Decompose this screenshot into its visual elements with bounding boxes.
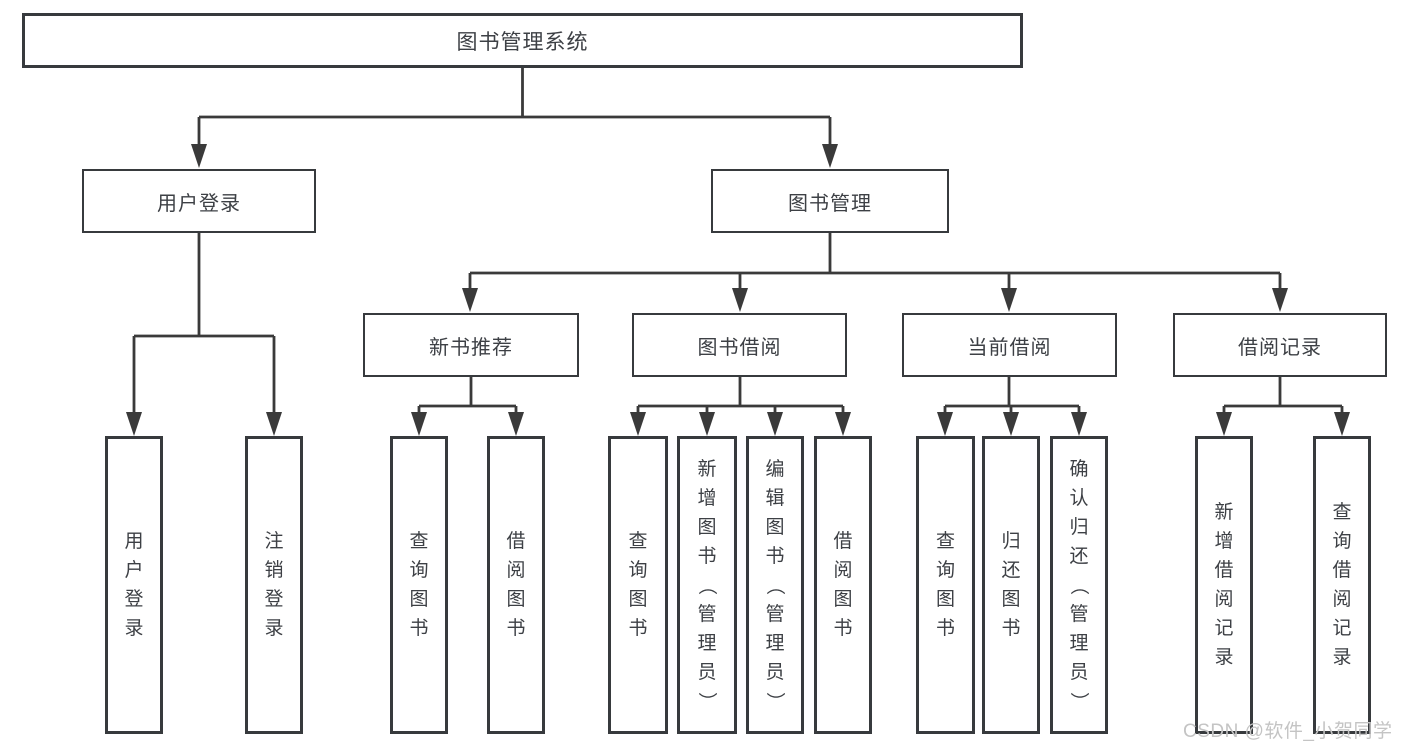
leaf-add-borrow-record: 新增借阅记录 xyxy=(1195,436,1253,734)
leaf-query-books-current: 查询图书 xyxy=(916,436,975,734)
node-user-login: 用户登录 xyxy=(82,169,316,233)
node-book-borrow: 图书借阅 xyxy=(632,313,847,377)
node-new-book-recommend: 新书推荐 xyxy=(363,313,579,377)
leaf-user-login: 用户登录 xyxy=(105,436,163,734)
node-book-management: 图书管理 xyxy=(711,169,949,233)
leaf-logout: 注销登录 xyxy=(245,436,303,734)
node-borrow-records: 借阅记录 xyxy=(1173,313,1387,377)
arrowheads xyxy=(126,144,1350,436)
leaf-query-books-recommend: 查询图书 xyxy=(390,436,448,734)
leaf-add-books-admin: 新增图书（管理员） xyxy=(677,436,737,734)
watermark: CSDN @软件_小贺同学 xyxy=(1183,721,1393,742)
leaf-query-borrow-record: 查询借阅记录 xyxy=(1313,436,1371,734)
leaf-edit-books-admin: 编辑图书（管理员） xyxy=(746,436,804,734)
leaf-confirm-return-admin: 确认归还（管理员） xyxy=(1050,436,1108,734)
leaf-return-books: 归还图书 xyxy=(982,436,1040,734)
leaf-borrow-books: 借阅图书 xyxy=(814,436,872,734)
leaf-borrow-books-recommend: 借阅图书 xyxy=(487,436,545,734)
leaf-query-books-borrow: 查询图书 xyxy=(608,436,668,734)
node-root: 图书管理系统 xyxy=(22,13,1023,68)
node-current-borrow: 当前借阅 xyxy=(902,313,1117,377)
